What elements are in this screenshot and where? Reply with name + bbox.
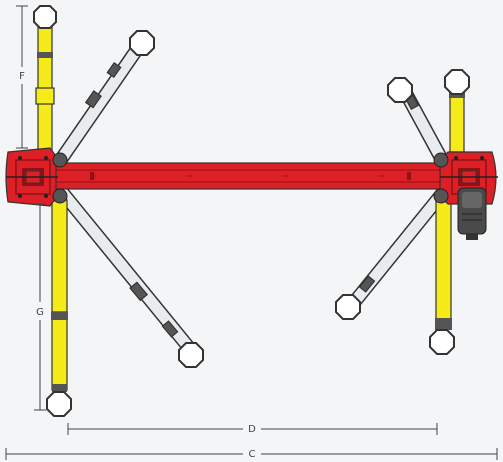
- dimension-label-g: G: [36, 307, 44, 318]
- octagon-pad-icon: [429, 329, 455, 355]
- arm-upper-right: [387, 77, 448, 165]
- arm-lower-left: [55, 185, 204, 368]
- yellow-arms: [33, 5, 470, 417]
- yellow-arm-left-upper: [33, 5, 57, 151]
- octagon-pad-icon: [129, 30, 155, 56]
- dimension-lines: [5, 5, 498, 460]
- dimension-f: [16, 5, 28, 149]
- arm-upper-left: [55, 30, 155, 165]
- pivot-joint: [433, 188, 449, 204]
- cross-beam: [54, 162, 451, 190]
- octagon-pad-icon: [444, 69, 470, 95]
- octagon-pad-icon: [387, 77, 413, 103]
- yellow-arm-right-lower: [429, 194, 455, 355]
- pivot-joint: [52, 152, 68, 168]
- pivot-joint: [52, 188, 68, 204]
- dimension-label-d: D: [248, 424, 256, 435]
- dimension-g: [34, 203, 46, 411]
- dimension-label-f: F: [19, 71, 25, 82]
- pivot-joint: [433, 152, 449, 168]
- outrigger-arms: [55, 30, 448, 368]
- arm-lower-right: [335, 188, 448, 320]
- octagon-pad-icon: [46, 391, 72, 417]
- octagon-pad-icon: [178, 342, 204, 368]
- yellow-arm-left-lower: [46, 199, 72, 417]
- motor-unit-icon: [457, 187, 487, 240]
- dimension-label-c: C: [249, 449, 256, 460]
- right-carriage: [433, 151, 498, 240]
- dimension-d: [67, 423, 438, 435]
- left-carriage: [5, 147, 68, 207]
- octagon-pad-icon: [335, 294, 361, 320]
- dimension-c: [5, 448, 498, 460]
- octagon-pad-icon: [33, 5, 57, 29]
- yellow-arm-right-upper: [444, 69, 470, 153]
